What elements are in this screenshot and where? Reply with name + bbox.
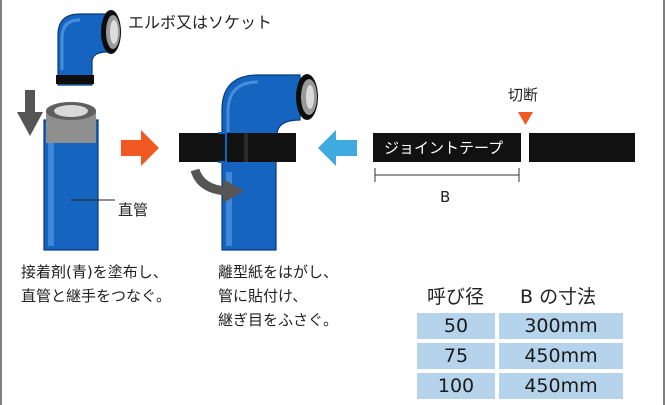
elbow-fitting-top [56, 10, 121, 86]
elbow-label: エルボ又はソケット [128, 13, 273, 32]
table-header-diameter: 呼び径 [427, 286, 485, 308]
blue-left-arrow [318, 130, 357, 166]
straight-pipe [43, 102, 115, 251]
table-cell-b: 300mm [499, 313, 623, 339]
table-cell-diameter: 100 [417, 373, 495, 399]
cut-label: 切断 [508, 86, 539, 104]
table-cell-b: 450mm [499, 373, 623, 399]
step1-line1: 接着剤(青)を塗布し、 [21, 263, 168, 281]
orange-right-arrow [121, 130, 159, 166]
down-arrow [17, 90, 43, 136]
table-header-b: B の寸法 [520, 286, 597, 308]
step2-line2: 管に貼付け、 [218, 287, 308, 305]
table-cell-diameter: 75 [417, 343, 495, 369]
curved-peel-arrow [190, 168, 244, 203]
step1-caption: 接着剤(青)を塗布し、 直管と継手をつなぐ。 [21, 260, 171, 308]
tape-label: ジョイントテープ [384, 139, 504, 157]
dimension-bracket-b [374, 168, 520, 182]
b-label: B [440, 188, 451, 206]
step2-line3: 継ぎ目をふさぐ。 [218, 311, 339, 329]
applied-joint-tape [179, 133, 296, 162]
table-cell-b: 450mm [499, 343, 623, 369]
joined-assembly [179, 74, 318, 251]
elbow-top-socket-band [56, 75, 94, 84]
step2-line1: 離型紙をはがし、 [218, 263, 339, 281]
step2-caption: 離型紙をはがし、 管に貼付け、 継ぎ目をふさぐ。 [218, 260, 338, 332]
pipe-label: 直管 [118, 201, 149, 219]
table-cell-diameter: 50 [417, 313, 495, 339]
joint-tape-strip [373, 133, 635, 162]
cut-marker [518, 112, 533, 125]
step1-line2: 直管と継手をつなぐ。 [21, 287, 172, 305]
